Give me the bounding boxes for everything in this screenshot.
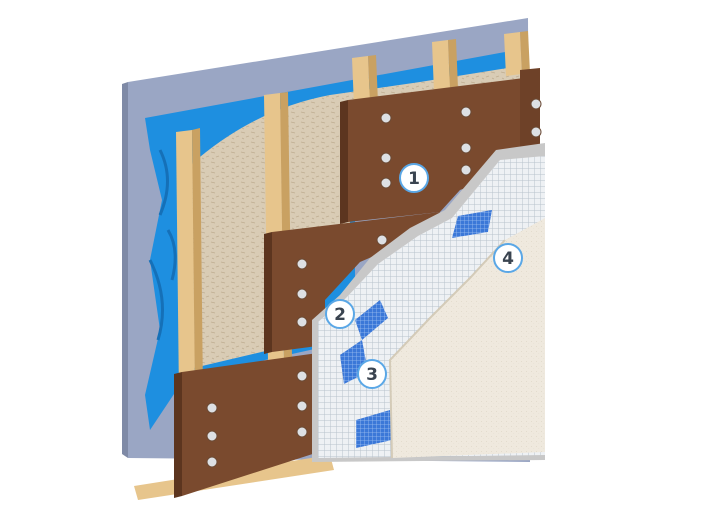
finish-render-layer xyxy=(390,218,545,458)
fibre-board-top xyxy=(348,76,540,222)
callout-3-label: 3 xyxy=(366,365,378,385)
render-edge xyxy=(388,239,506,459)
fibre-boards xyxy=(174,68,540,498)
callout-2-label: 2 xyxy=(334,305,346,325)
callout-3: 3 xyxy=(357,359,387,389)
callout-1-label: 1 xyxy=(408,169,420,189)
fasteners xyxy=(206,98,542,468)
fibre-board-bottom xyxy=(182,352,325,496)
callout-4: 4 xyxy=(493,243,523,273)
callout-4-label: 4 xyxy=(502,249,514,269)
fibre-board-mid xyxy=(272,212,440,352)
callout-2: 2 xyxy=(325,299,355,329)
back-wall-edge xyxy=(122,82,128,458)
callout-1: 1 xyxy=(399,163,429,193)
membrane-folds xyxy=(148,149,177,341)
